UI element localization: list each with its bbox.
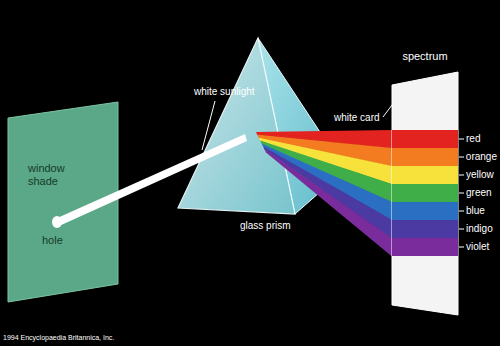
color-ticks [459,139,464,247]
color-name: violet [466,241,489,253]
hole-label: hole [42,234,63,247]
card-heading: spectrum [388,50,462,63]
projected-band [392,238,458,256]
spectrum-band [265,149,392,256]
projected-band [392,130,458,148]
color-tick [459,211,464,212]
card-outline [388,50,462,325]
color-name: yellow [466,169,494,181]
prism-front-face [178,38,295,214]
card-label: white card [334,112,380,124]
shade-outline [6,98,122,304]
projected-band [392,220,458,238]
projected-band [392,148,458,166]
beam-label: white sunlight [194,86,255,98]
color-name: red [466,133,480,145]
color-tick [459,229,464,230]
color-tick [459,247,464,248]
color-tick [459,139,464,140]
projected-band [392,166,458,184]
color-name: orange [466,151,497,163]
projected-band [392,184,458,202]
projected-band [392,202,458,220]
spectrum-fan [256,130,392,257]
sunlight-beam [55,134,247,226]
color-tick [459,157,464,158]
leader-line [202,101,215,150]
color-name: indigo [466,223,493,235]
color-name: green [466,187,492,199]
white-card: spectrum [388,50,462,325]
color-tick [459,175,464,176]
window-shade: window shade hole [6,98,122,304]
card-panel [392,72,458,315]
copyright-note: 1994 Encyclopaedia Britannica, Inc. [3,334,114,342]
hole [52,216,62,228]
color-name: blue [466,205,485,217]
shade-label: window shade [28,162,86,187]
prism-label: glass prism [240,220,291,232]
color-tick [459,193,464,194]
